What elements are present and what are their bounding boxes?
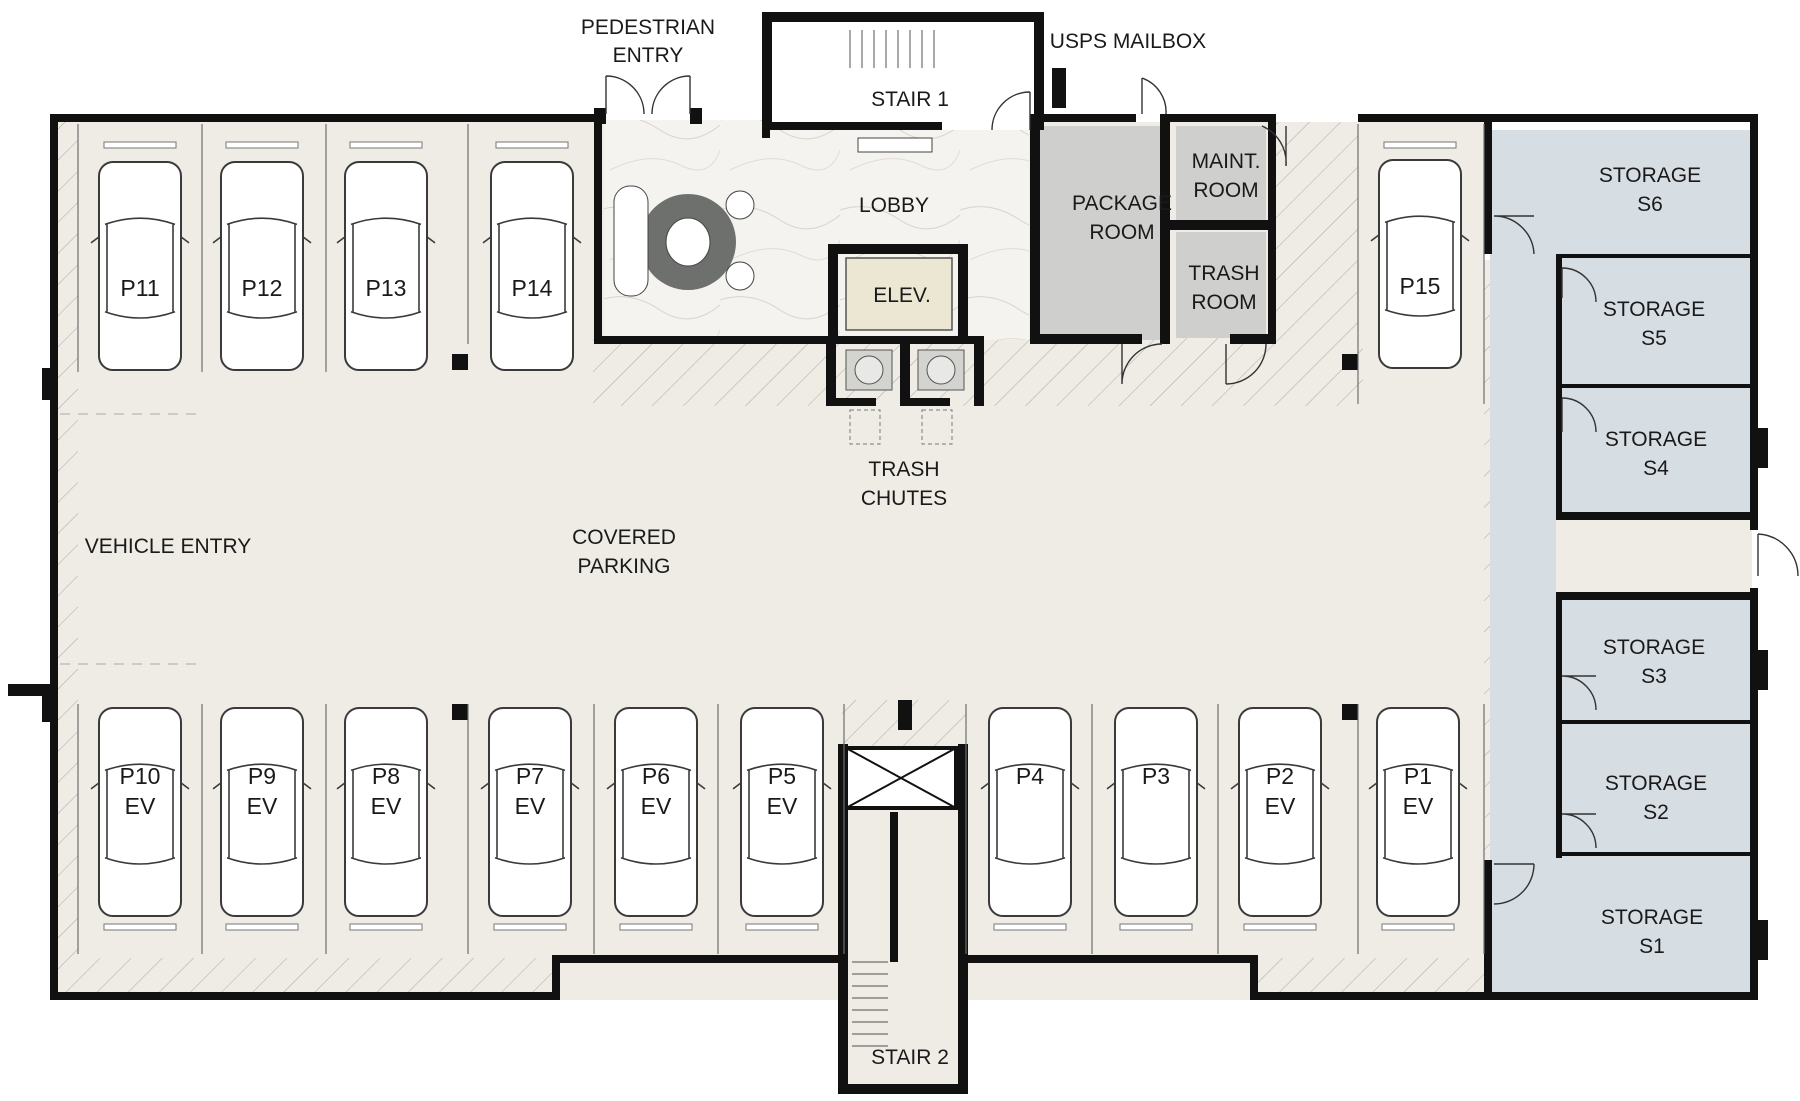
parking-id-label: P13 [366,275,407,301]
storage-name-label: STORAGE [1603,298,1705,321]
parking-stall-p15: P15 [1370,141,1470,369]
parking-id-label: P6 [642,763,670,789]
stair1-floor [770,20,1036,130]
storage-name-label: STORAGE [1605,428,1707,451]
parking-id-label: P2 [1266,763,1294,789]
storage-unit-s5: STORAGE S5 [1603,298,1705,350]
parking-ev-label: EV [641,793,672,819]
storage-unit-s2: STORAGE S2 [1605,772,1707,824]
storage-labels: STORAGES6STORAGES5STORAGES4STORAGES3STOR… [1599,164,1707,958]
hatched-corner-tr [1268,122,1358,338]
storage-id-label: S2 [1643,801,1669,824]
maint-room-label-1: MAINT. [1192,150,1261,173]
parking-ev-label: EV [371,793,402,819]
lobby-label: LOBBY [859,194,929,217]
trash-room-floor [1176,232,1266,338]
storage-id-label: S1 [1639,935,1665,958]
pedestrian-entry-label-2: ENTRY [613,44,684,67]
stair2-label: STAIR 2 [871,1046,949,1069]
trash-room-label-1: TRASH [1188,262,1259,285]
parking-id-label: P4 [1016,763,1044,789]
parking-id-label: P11 [120,275,159,301]
storage-unit-s3: STORAGE S3 [1603,636,1705,688]
parking-stall-p3: P3 [1106,707,1206,931]
pedestrian-entry-label-1: PEDESTRIAN [581,16,715,39]
elevator-label: ELEV. [873,284,931,307]
lobby-furniture [613,137,933,297]
storage-id-label: S6 [1637,193,1663,216]
parking-stall-p13: P13 [336,141,436,371]
storage-id-label: S5 [1641,327,1667,350]
trash-room-label-2: ROOM [1191,291,1256,314]
usps-mailbox-label: USPS MAILBOX [1050,30,1206,53]
parking-ev-label: EV [767,793,798,819]
storage-id-label: S3 [1641,665,1667,688]
parking-id-label: P1 [1404,763,1432,789]
hatched-walkway-bottom-left [60,958,560,994]
storage-unit-s4: STORAGE S4 [1605,428,1707,480]
parking-id-label: P15 [1400,273,1441,299]
storage-unit-s1: STORAGE S1 [1601,906,1703,958]
storage-unit-s6: STORAGE S6 [1599,164,1701,216]
covered-parking-label-1: COVERED [572,526,676,549]
parking-id-label: P5 [768,763,796,789]
stair2-treads [852,961,888,1047]
parking-stall-p12: P12 [212,141,312,371]
parking-stall-p11: P11 [90,141,190,371]
elevator-cab [845,257,953,331]
trash-chutes-label-1: TRASH [868,458,939,481]
walls [8,12,1768,1094]
parking-id-label: P10 [120,763,161,789]
parking-id-label: P12 [242,275,283,301]
package-room-floor [1040,126,1160,340]
hatched-walkway-bottom-right [1258,958,1484,994]
maint-room-label-2: ROOM [1193,179,1258,202]
parking-id-label: P9 [248,763,276,789]
parking-id-label: P14 [512,275,553,301]
parking-id-label: P7 [516,763,544,789]
storage-name-label: STORAGE [1599,164,1701,187]
parking-stall-p4: P4 [980,707,1080,931]
parking-stall-p14: P14 [482,141,582,371]
parking-row-top: P11 P12 P13 P14 [77,124,582,372]
stair2-floor [848,1000,968,1085]
package-room-label-1: PACKAGE [1072,192,1172,215]
doors [605,75,1799,905]
covered-parking-label-2: PARKING [578,555,671,578]
parking-id-label: P8 [372,763,400,789]
trash-chutes-label-2: CHUTES [861,487,947,510]
package-room-label-2: ROOM [1089,221,1154,244]
storage-name-label: STORAGE [1605,772,1707,795]
parking-id-label: P3 [1142,763,1170,789]
shaft-x [844,746,958,810]
parking-ev-label: EV [247,793,278,819]
parking-ev-label: EV [1403,793,1434,819]
storage-corridor [1556,515,1752,597]
parking-p15: P15 [1357,124,1485,404]
stair1-treads [849,30,935,68]
vehicle-entry-label: VEHICLE ENTRY [85,535,252,558]
hatched-walkway-left [58,122,78,992]
storage-name-label: STORAGE [1603,636,1705,659]
storage-id-label: S4 [1643,457,1669,480]
storage-name-label: STORAGE [1601,906,1703,929]
parking-ev-label: EV [1265,793,1296,819]
maint-room-floor [1176,126,1266,222]
stair1-label: STAIR 1 [871,88,949,111]
parking-ev-label: EV [125,793,156,819]
parking-ev-label: EV [515,793,546,819]
